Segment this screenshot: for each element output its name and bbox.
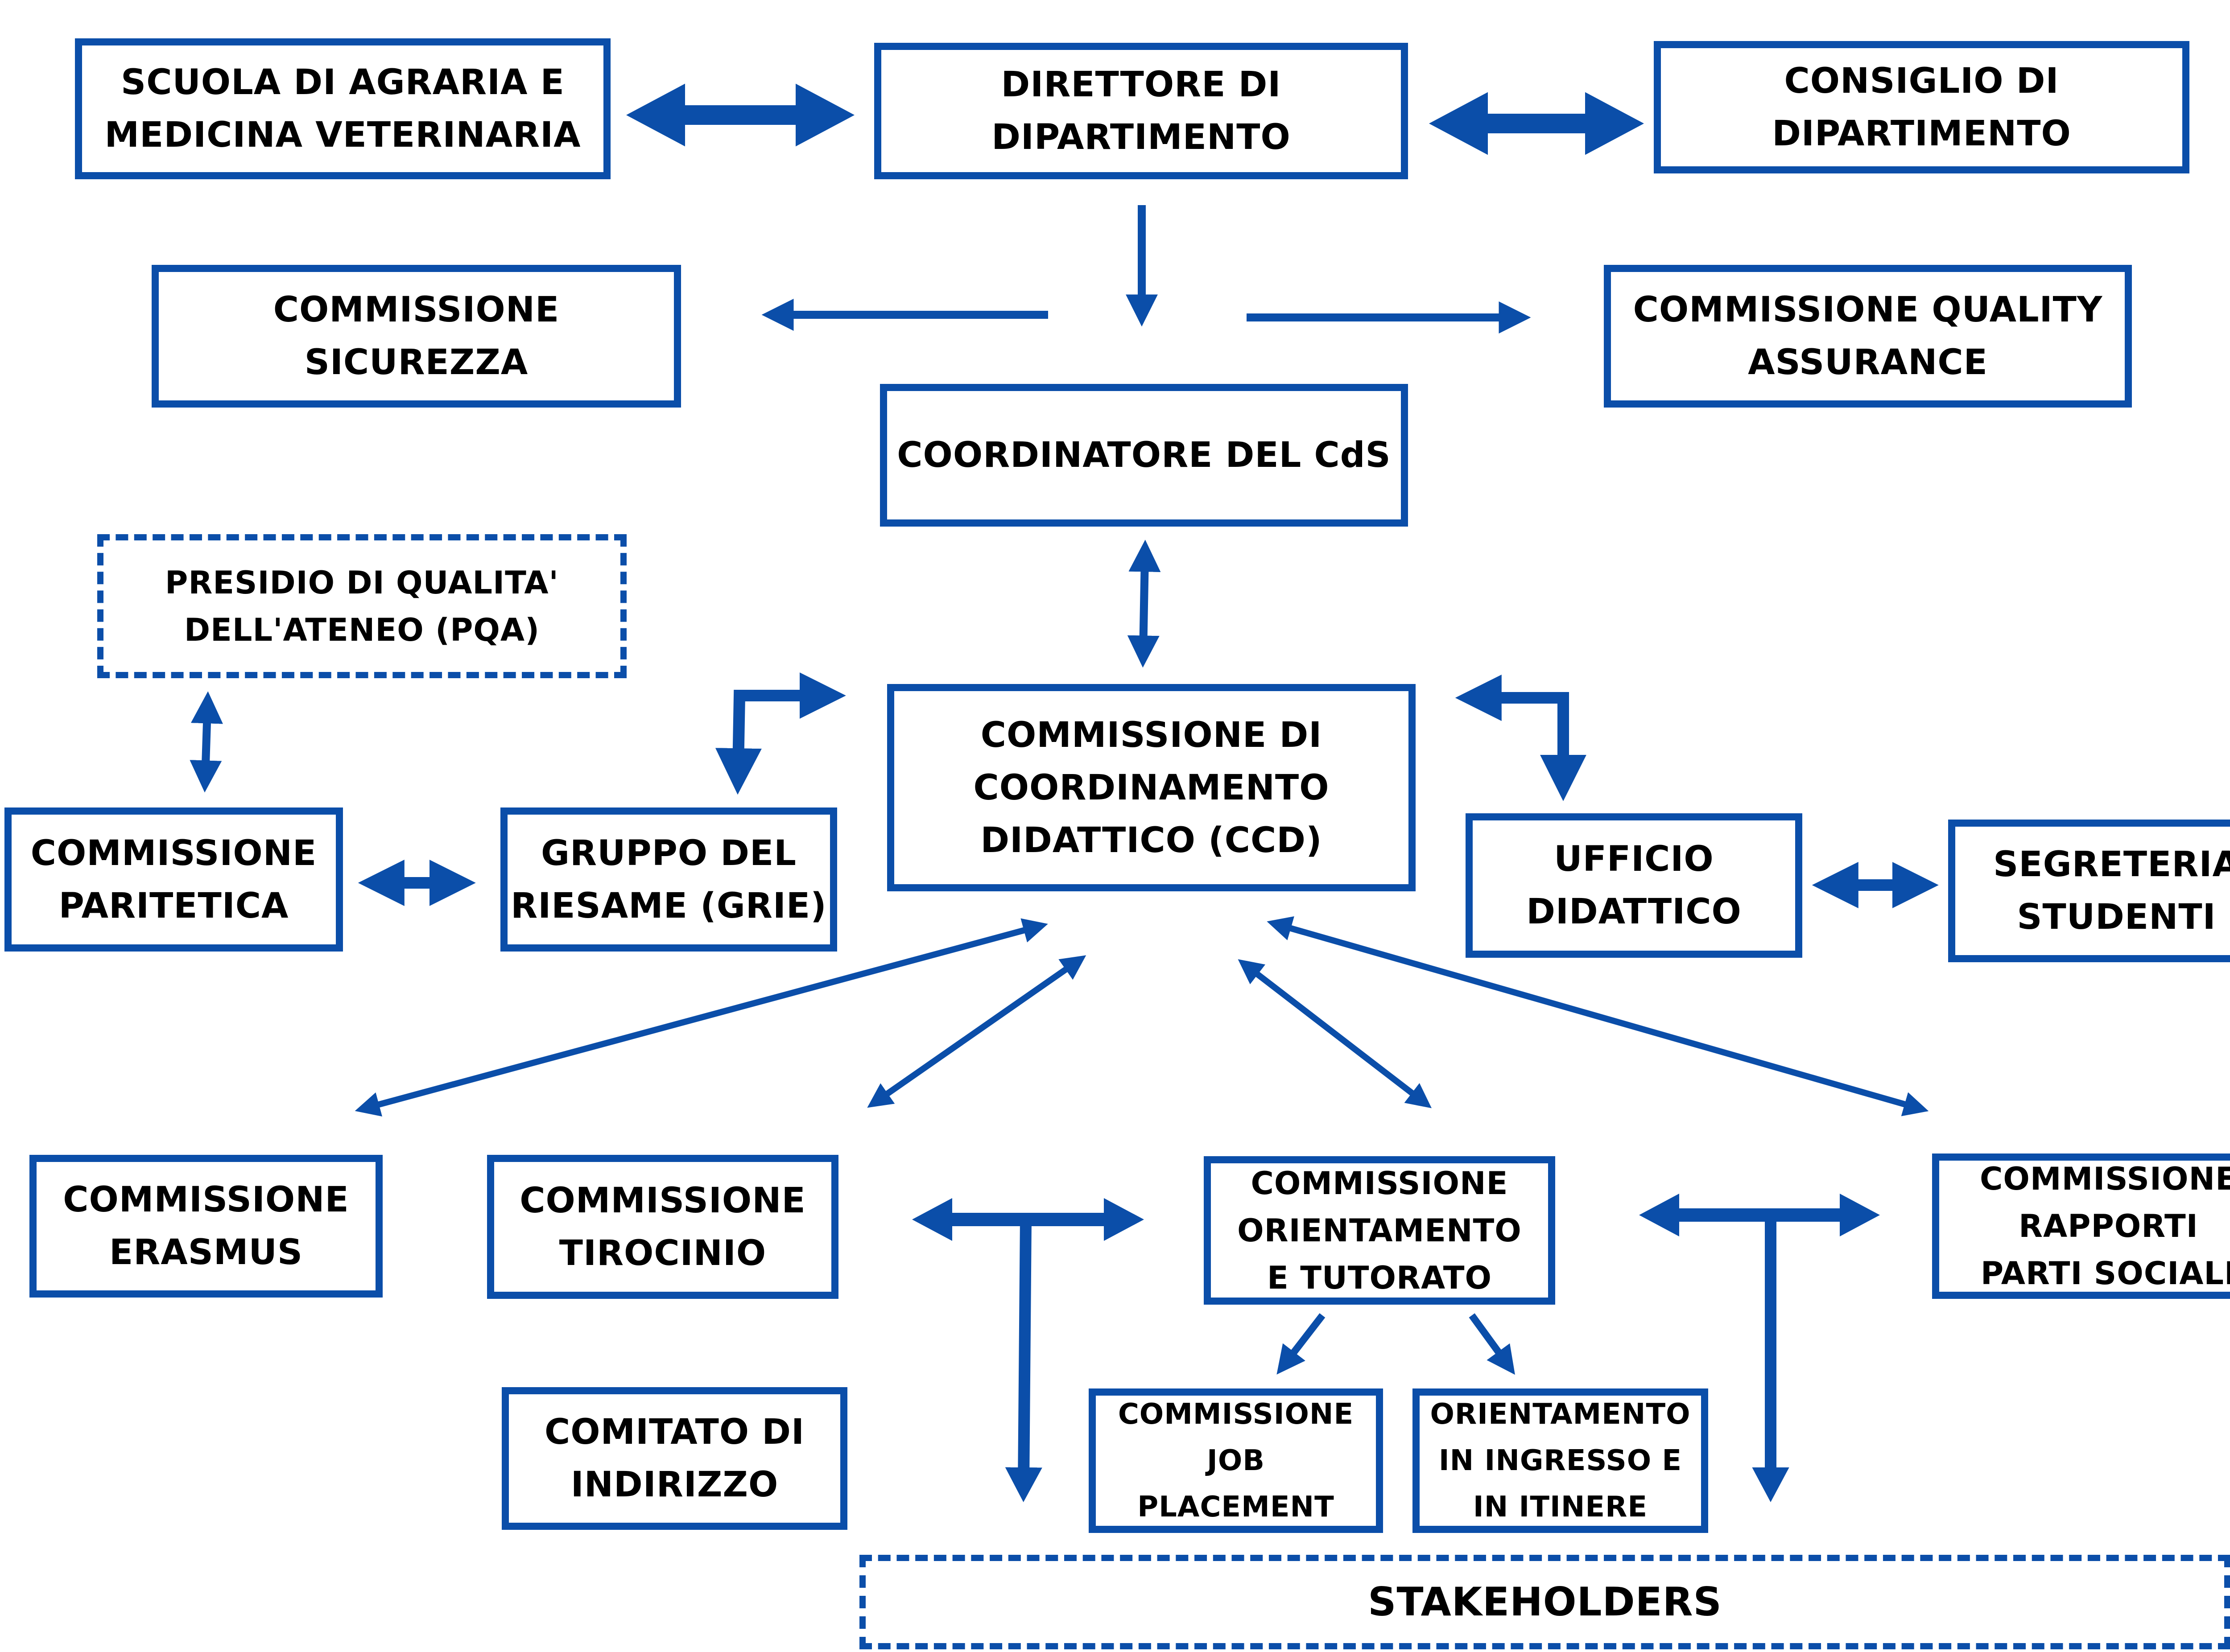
- arrow-ccd-rapporti: [1267, 916, 1929, 1116]
- node-sicurezza: COMMISSIONE SICUREZZA: [152, 265, 681, 408]
- node-direttore: DIRETTORE DI DIPARTIMENTO: [874, 43, 1408, 179]
- node-rapporti-label: COMMISSIONE RAPPORTI PARTI SOCIALI: [1980, 1161, 2230, 1292]
- node-comitato-label: COMITATO DI INDIRIZZO: [544, 1412, 805, 1505]
- node-scuola: SCUOLA DI AGRARIA E MEDICINA VETERINARIA: [75, 38, 611, 179]
- node-grie: GRUPPO DEL RIESAME (GRIE): [500, 807, 837, 952]
- node-erasmus-label: COMMISSIONE ERASMUS: [63, 1180, 349, 1273]
- node-job: COMMISSIONE JOB PLACEMENT: [1089, 1388, 1383, 1533]
- arrow-orientamento-ingresso: [1469, 1313, 1515, 1375]
- node-pqa-label: PRESIDIO DI QUALITA' DELL'ATENEO (PQA): [165, 564, 559, 648]
- arrow-pqa-paritetica: [190, 691, 223, 793]
- node-paritetica: COMMISSIONE PARITETICA: [4, 807, 343, 952]
- node-coordinatore: COORDINATORE DEL CdS: [880, 384, 1408, 527]
- node-consiglio: CONSIGLIO DI DIPARTIMENTO: [1654, 41, 2189, 173]
- node-paritetica-label: COMMISSIONE PARITETICA: [30, 833, 317, 926]
- arrow-ccd-tirocinio: [867, 955, 1086, 1108]
- arrow-orientamento-job: [1276, 1313, 1326, 1375]
- node-segreteria-label: SEGRETERIA STUDENTI: [1993, 845, 2230, 937]
- node-grie-label: GRUPPO DEL RIESAME (GRIE): [511, 833, 827, 926]
- node-job-label: COMMISSIONE JOB PLACEMENT: [1118, 1398, 1354, 1524]
- arrow-ccd-orientamento: [1238, 959, 1432, 1108]
- node-tirocinio-label: COMMISSIONE TIROCINIO: [520, 1180, 806, 1273]
- node-ufficio: UFFICIO DIDATTICO: [1466, 813, 1802, 958]
- arrow-ccd-ufficio: [1455, 675, 1586, 801]
- node-quality: COMMISSIONE QUALITY ASSURANCE: [1604, 265, 2132, 408]
- node-coordinatore-label: COORDINATORE DEL CdS: [897, 435, 1391, 475]
- node-scuola-label: SCUOLA DI AGRARIA E MEDICINA VETERINARIA: [104, 62, 581, 155]
- node-erasmus: COMMISSIONE ERASMUS: [29, 1155, 383, 1298]
- node-quality-label: COMMISSIONE QUALITY ASSURANCE: [1633, 290, 2103, 383]
- node-segreteria: SEGRETERIA STUDENTI: [1948, 820, 2230, 962]
- node-comitato: COMITATO DI INDIRIZZO: [502, 1387, 847, 1530]
- node-tirocinio: COMMISSIONE TIROCINIO: [487, 1155, 838, 1299]
- arrow-grie-ccd: [715, 672, 846, 795]
- node-consiglio-label: CONSIGLIO DI DIPARTIMENTO: [1772, 61, 2071, 154]
- arrow-coordinatore-ccd: [1127, 540, 1161, 668]
- node-pqa: PRESIDIO DI QUALITA' DELL'ATENEO (PQA): [97, 534, 627, 678]
- node-stakeholders: STAKEHOLDERS: [859, 1555, 2230, 1649]
- arrow-tirocinio-orientamento-to-stakeholders: [1005, 1219, 1042, 1502]
- node-orientamento: COMMISSIONE ORIENTAMENTO E TUTORATO: [1204, 1156, 1555, 1305]
- arrow-ccd-erasmus: [355, 918, 1048, 1117]
- node-ingresso-label: ORIENTAMENTO IN INGRESSO E IN ITINERE: [1430, 1398, 1691, 1524]
- node-orientamento-label: COMMISSIONE ORIENTAMENTO E TUTORATO: [1237, 1165, 1522, 1296]
- node-stakeholders-label: STAKEHOLDERS: [1368, 1579, 1722, 1625]
- node-ingresso: ORIENTAMENTO IN INGRESSO E IN ITINERE: [1412, 1388, 1708, 1533]
- node-ufficio-label: UFFICIO DIDATTICO: [1526, 839, 1742, 932]
- node-sicurezza-label: COMMISSIONE SICUREZZA: [273, 290, 560, 383]
- node-ccd-label: COMMISSIONE DI COORDINAMENTO DIDATTICO (…: [973, 715, 1330, 861]
- node-ccd: COMMISSIONE DI COORDINAMENTO DIDATTICO (…: [887, 684, 1416, 891]
- node-direttore-label: DIRETTORE DI DIPARTIMENTO: [991, 65, 1291, 157]
- node-rapporti: COMMISSIONE RAPPORTI PARTI SOCIALI: [1932, 1154, 2230, 1299]
